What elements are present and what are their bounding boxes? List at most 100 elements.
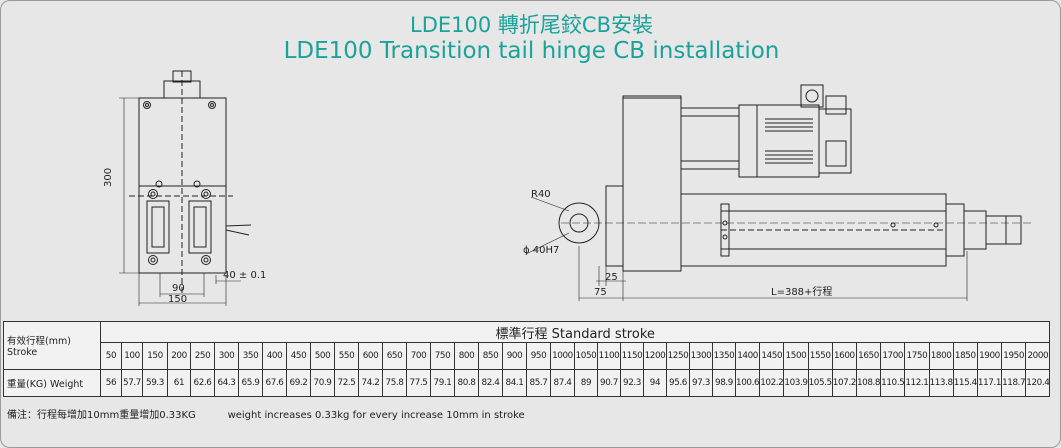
weight-value-cell: 56 <box>100 369 122 397</box>
stroke-value-cell: 400 <box>262 342 287 370</box>
weight-value-cell: 79.1 <box>430 369 455 397</box>
weight-value-cell: 87.4 <box>550 369 575 397</box>
weight-value-cell: 74.2 <box>358 369 383 397</box>
weight-value-cell: 69.2 <box>286 369 311 397</box>
stroke-value-cell: 250 <box>190 342 215 370</box>
technical-drawing: 300 40 ± 0.1 90 150 R40 ϕ 40H7 25 75 L=3… <box>103 70 1031 306</box>
dim-90-label: 90 <box>172 283 185 294</box>
stroke-value-cell: 1050 <box>574 342 598 370</box>
dim-25-label: 25 <box>605 272 618 283</box>
dim-40-label: 40 ± 0.1 <box>223 270 266 281</box>
stroke-label-cell: 有效行程(mm) Stroke <box>3 321 101 370</box>
weight-value-cell: 120.4 <box>1025 369 1051 397</box>
standard-stroke-header: 標準行程 Standard stroke <box>99 321 1051 343</box>
dim-150-label: 150 <box>168 294 187 305</box>
stroke-value-cell: 800 <box>454 342 479 370</box>
stroke-label-zh: 有效行程(mm) <box>7 336 71 347</box>
weight-value-cell: 90.7 <box>597 369 621 397</box>
stroke-value-cell: 1150 <box>620 342 644 370</box>
end-view-drawing <box>119 70 252 306</box>
side-view-drawing <box>525 84 1031 301</box>
weight-value-cell: 62.6 <box>190 369 215 397</box>
stroke-value-cell: 850 <box>478 342 503 370</box>
stroke-value-cell: 1950 <box>1001 342 1027 370</box>
stroke-value-cell: 700 <box>406 342 431 370</box>
weight-value-cell: 65.9 <box>238 369 263 397</box>
stroke-value-cell: 200 <box>167 342 191 370</box>
weight-value-cell: 80.8 <box>454 369 479 397</box>
stroke-value-cell: 1300 <box>689 342 713 370</box>
weight-value-cell: 95.6 <box>666 369 690 397</box>
weight-value-cell: 67.6 <box>262 369 287 397</box>
stroke-value-cell: 550 <box>334 342 359 370</box>
stroke-value-cell: 650 <box>382 342 407 370</box>
weight-value-cell: 110.5 <box>880 369 906 397</box>
weight-value-cell: 85.7 <box>526 369 551 397</box>
weight-value-cell: 72.5 <box>334 369 359 397</box>
dim-75-label: 75 <box>594 287 607 298</box>
weight-value-cell: 84.1 <box>502 369 527 397</box>
stroke-value-cell: 1100 <box>597 342 621 370</box>
weight-value-cell: 59.3 <box>142 369 168 397</box>
stroke-value-cell: 100 <box>121 342 143 370</box>
stroke-value-cell: 50 <box>100 342 122 370</box>
radius-r40-label: R40 <box>531 189 551 200</box>
weight-value-cell: 118.7 <box>1001 369 1027 397</box>
dim-L-label: L=388+行程 <box>771 285 832 298</box>
weight-value-cell: 77.5 <box>406 369 431 397</box>
weight-value-cell: 107.2 <box>831 369 857 397</box>
weight-value-cell: 98.9 <box>712 369 736 397</box>
weight-value-cell: 105.5 <box>807 369 833 397</box>
stroke-value-cell: 1800 <box>928 342 954 370</box>
bore-diameter-label: ϕ 40H7 <box>523 245 559 256</box>
weight-value-cell: 75.8 <box>382 369 407 397</box>
stroke-value-cell: 1000 <box>550 342 575 370</box>
stroke-value-cell: 900 <box>502 342 527 370</box>
weight-value-cell: 61 <box>167 369 191 397</box>
footnote: 備注：行程每增加10mm重量增加0.33KG weight increases … <box>7 410 525 421</box>
stroke-value-cell: 1250 <box>666 342 690 370</box>
stroke-value-cell: 1700 <box>880 342 906 370</box>
stroke-value-cell: 450 <box>286 342 311 370</box>
weight-value-cell: 112.1 <box>904 369 930 397</box>
stroke-value-cell: 1400 <box>734 342 761 370</box>
weight-value-cell: 92.3 <box>620 369 644 397</box>
weight-value-cell: 57.7 <box>121 369 143 397</box>
stroke-value-cell: 750 <box>430 342 455 370</box>
title-chinese: LDE100 轉折尾鉸CB安裝 <box>410 13 653 37</box>
weight-value-cell: 103.9 <box>783 369 809 397</box>
weight-value-cell: 97.3 <box>689 369 713 397</box>
weight-value-cell: 113.8 <box>928 369 954 397</box>
stroke-value-cell: 1500 <box>783 342 809 370</box>
stroke-value-cell: 1600 <box>831 342 857 370</box>
weight-value-cell: 115.4 <box>952 369 978 397</box>
stroke-value-cell: 2000 <box>1025 342 1051 370</box>
stroke-value-cell: 1200 <box>643 342 667 370</box>
stroke-value-cell: 300 <box>214 342 239 370</box>
stroke-value-cell: 1350 <box>712 342 736 370</box>
stroke-value-cell: 1750 <box>904 342 930 370</box>
stroke-value-cell: 1550 <box>807 342 833 370</box>
weight-value-cell: 108.8 <box>855 369 882 397</box>
stroke-value-cell: 500 <box>310 342 335 370</box>
weight-label: 重量(KG) Weight <box>3 369 101 397</box>
stroke-value-cell: 600 <box>358 342 383 370</box>
weight-value-cell: 89 <box>574 369 598 397</box>
weight-value-cell: 102.2 <box>759 369 785 397</box>
weight-value-cell: 70.9 <box>310 369 335 397</box>
stroke-value-cell: 1900 <box>976 342 1003 370</box>
weight-value-cell: 64.3 <box>214 369 239 397</box>
stroke-label-en: Stroke <box>7 347 38 358</box>
dim-300-label: 300 <box>103 168 114 187</box>
weight-value-cell: 82.4 <box>478 369 503 397</box>
weight-value-cell: 94 <box>643 369 667 397</box>
stroke-value-cell: 1450 <box>759 342 785 370</box>
weight-value-cell: 117.1 <box>976 369 1003 397</box>
stroke-value-cell: 1850 <box>952 342 978 370</box>
title-english: LDE100 Transition tail hinge CB installa… <box>283 38 780 64</box>
stroke-value-cell: 350 <box>238 342 263 370</box>
